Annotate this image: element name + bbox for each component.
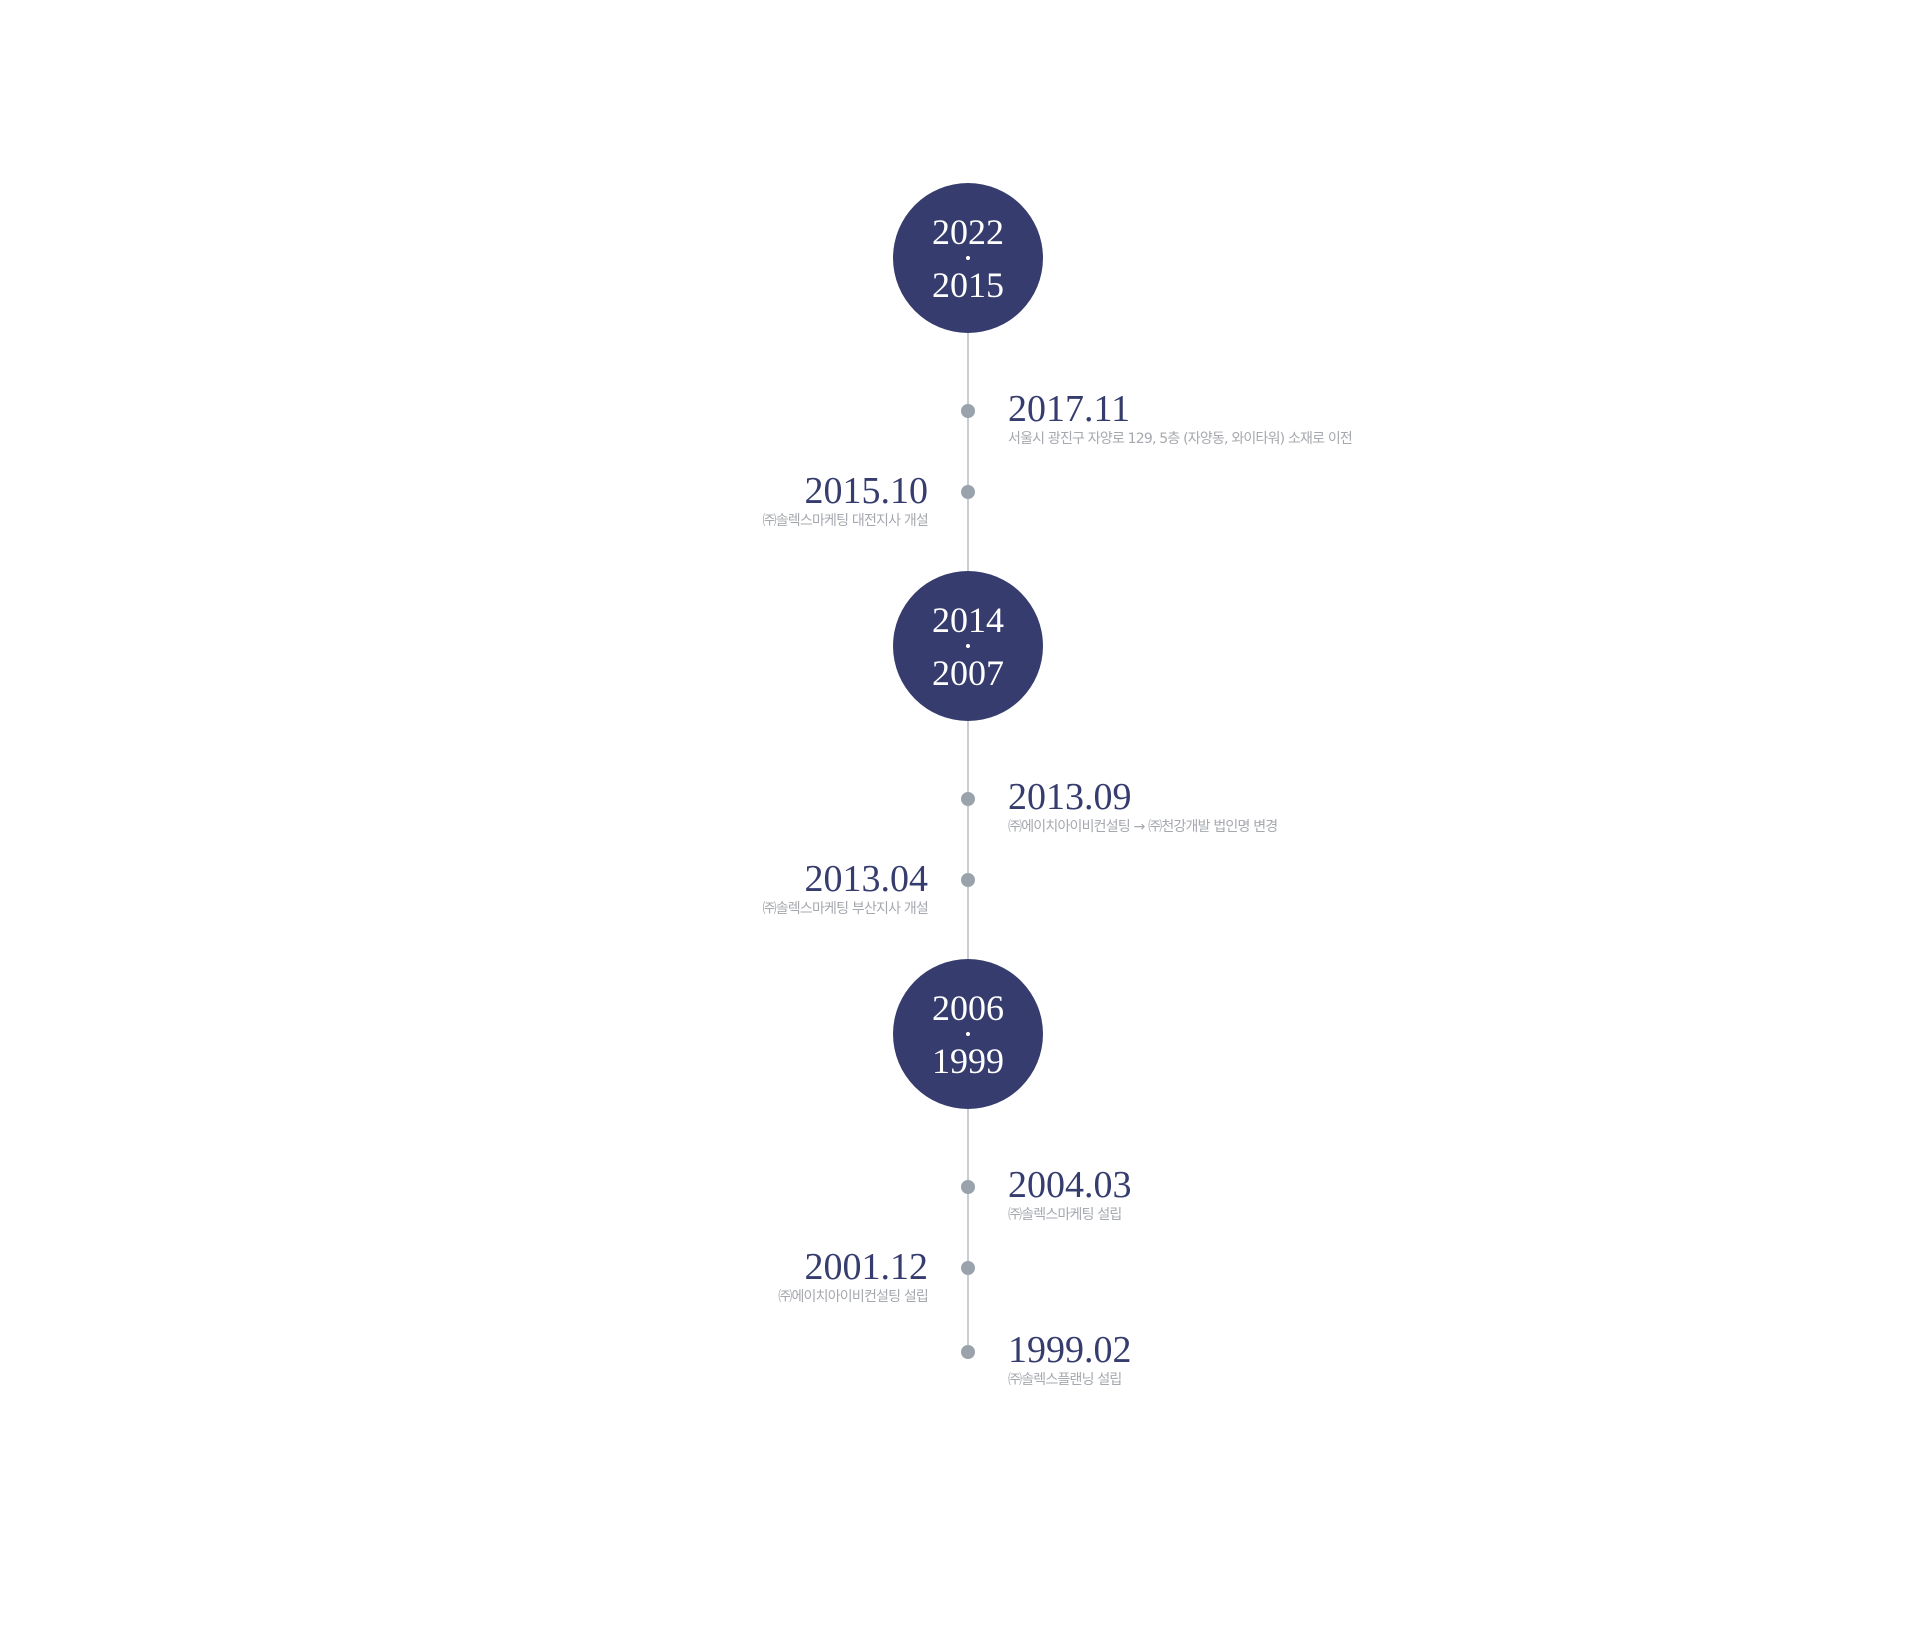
era-separator-dot <box>966 1031 970 1036</box>
era-separator-dot <box>966 643 970 648</box>
era-start-year: 2014 <box>932 599 1004 640</box>
timeline-event: 2015.10 ㈜솔렉스마케팅 대전지사 개설 <box>428 470 929 531</box>
timeline-event: 1999.02 ㈜솔렉스플랜닝 설립 <box>1008 1330 1508 1390</box>
timeline-event: 2017.11 서울시 광진구 자양로 129, 5층 (자양동, 와이타워) … <box>1008 389 1508 449</box>
timeline-event-dot <box>961 873 975 887</box>
timeline-event-dot <box>961 404 975 418</box>
timeline-axis-line <box>967 330 969 578</box>
timeline-event: 2001.12 ㈜에이치아이비컨설팅 설립 <box>428 1246 929 1307</box>
era-end-year: 2007 <box>932 652 1004 693</box>
era-badge-2014-2007: 2014 2007 <box>893 571 1043 721</box>
event-date: 2004.03 <box>1008 1164 1132 1206</box>
era-end-year: 1999 <box>932 1040 1004 1081</box>
event-date: 1999.02 <box>1008 1329 1132 1371</box>
event-description: ㈜솔렉스마케팅 설립 <box>1008 1207 1122 1223</box>
era-badge-2022-2015: 2022 2015 <box>893 183 1043 333</box>
era-start-year: 2006 <box>932 987 1004 1028</box>
era-badge-2006-1999: 2006 1999 <box>893 959 1043 1109</box>
era-separator-dot <box>966 255 970 260</box>
timeline-event: 2013.04 ㈜솔렉스마케팅 부산지사 개설 <box>428 858 929 919</box>
event-description: ㈜에이치아이비컨설팅 → ㈜천강개발 법인명 변경 <box>1008 819 1278 835</box>
timeline-event-dot <box>961 792 975 806</box>
event-date: 2001.12 <box>804 1246 929 1288</box>
event-date: 2015.10 <box>804 470 929 512</box>
event-description: ㈜에이치아이비컨설팅 설립 <box>778 1289 929 1305</box>
era-end-year: 2015 <box>932 264 1004 305</box>
event-date: 2013.04 <box>804 858 929 900</box>
event-date: 2013.09 <box>1008 776 1132 818</box>
timeline-event: 2004.03 ㈜솔렉스마케팅 설립 <box>1008 1165 1508 1225</box>
event-description: ㈜솔렉스플랜닝 설립 <box>1008 1372 1122 1388</box>
timeline-event-dot <box>961 1345 975 1359</box>
event-description: 서울시 광진구 자양로 129, 5층 (자양동, 와이타워) 소재로 이전 <box>1008 431 1353 447</box>
timeline-axis-line <box>967 1106 969 1350</box>
era-start-year: 2022 <box>932 211 1004 252</box>
timeline-event: 2013.09 ㈜에이치아이비컨설팅 → ㈜천강개발 법인명 변경 <box>1008 777 1508 837</box>
timeline-event-dot <box>961 1261 975 1275</box>
timeline-axis-line <box>967 718 969 966</box>
event-description: ㈜솔렉스마케팅 대전지사 개설 <box>762 513 929 529</box>
timeline-event-dot <box>961 485 975 499</box>
event-date: 2017.11 <box>1008 388 1131 430</box>
timeline-event-dot <box>961 1180 975 1194</box>
event-description: ㈜솔렉스마케팅 부산지사 개설 <box>762 901 929 917</box>
